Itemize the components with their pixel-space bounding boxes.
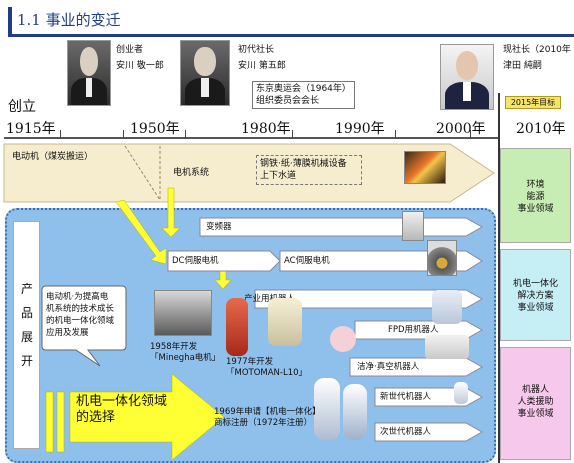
current-president-role: 现社长（2010年 xyxy=(503,45,571,55)
tick xyxy=(123,130,124,139)
year-1990: 1990年 xyxy=(335,121,385,137)
year-2000: 2000年 xyxy=(436,121,486,137)
motoman-name: 「MOTOMAN-L10」 xyxy=(226,368,308,378)
olympics-line1: 东京奥运会（1964年） xyxy=(256,84,351,94)
page-title: 1.1 事业的变迁 xyxy=(17,11,121,29)
founder-role: 创业者 xyxy=(116,45,144,55)
first-president-role: 初代社长 xyxy=(238,45,275,55)
trademark-line2: 商标注册（1972年注册） xyxy=(214,418,313,428)
olympics-note-box: 东京奥运会（1964年） 组织委员会会长 xyxy=(252,81,355,109)
tick xyxy=(395,130,396,139)
tick xyxy=(185,130,186,139)
domain-line: 解决方案 xyxy=(517,291,554,301)
big-arrow-text: 机电一体化领域 的选择 xyxy=(76,394,167,426)
year-1950: 1950年 xyxy=(130,121,180,137)
label-char: 展 xyxy=(21,330,34,344)
robot-human-assist-domain: 机器人 人类援助 事业领域 xyxy=(500,347,571,460)
steel-label: 钢铁·纸·薄膜机械设备 xyxy=(260,159,347,169)
new-gen-robot-photo-icon xyxy=(454,382,468,404)
motoman-year: 1977年开发 xyxy=(226,357,274,367)
fpd-robot-label: FPD用机器人 xyxy=(388,325,439,335)
domain-line: 机电一体化 xyxy=(512,279,558,289)
callout-line: 机系统的技术成长 xyxy=(46,304,115,314)
tick xyxy=(470,130,471,139)
motor-system-label: 电机系统 xyxy=(173,168,210,178)
dual-arm-robot-photo-icon xyxy=(343,384,367,440)
year-1980: 1980年 xyxy=(241,121,291,137)
label-char: 开 xyxy=(21,354,34,368)
right-column-divider xyxy=(498,93,574,463)
steel-water-box: 钢铁·纸·薄膜机械设备 上下水道 xyxy=(256,155,362,185)
robot-arm-photo-icon xyxy=(432,290,462,324)
water-label: 上下水道 xyxy=(260,171,297,181)
label-char: 产 xyxy=(21,282,34,296)
tick xyxy=(60,130,61,139)
domain-line: 事业领域 xyxy=(517,303,554,313)
environment-energy-domain: 环境 能源 事业领域 xyxy=(500,148,571,243)
year-2010: 2010年 xyxy=(516,121,566,137)
humanoid-robot-photo-icon xyxy=(314,378,340,440)
minegha-name: 「Minegha电机」 xyxy=(150,353,221,363)
yellow-connector-arrows xyxy=(115,187,232,290)
first-president-name: 安川 第五郎 xyxy=(238,61,286,71)
label-char: 品 xyxy=(21,306,34,320)
mechatronics-choice-arrow xyxy=(45,373,225,461)
timeline-axis xyxy=(4,137,498,139)
target-2015-badge: 2015年目标 xyxy=(505,96,561,109)
big-arrow-line1: 机电一体化领域 xyxy=(76,394,168,409)
product-expansion-label-box: 产 品 展 开 xyxy=(13,221,40,449)
callout-line: 的机电一体化领域 xyxy=(46,316,115,326)
current-president-name: 津田 純嗣 xyxy=(503,61,542,71)
next-gen-robot-label: 次世代机器人 xyxy=(380,427,432,437)
dc-servo-label: DC伺服电机 xyxy=(172,256,219,266)
trademark-line1: 1969年申请【机电一体化】 xyxy=(214,407,321,417)
minegha-year: 1958年开发 xyxy=(150,342,198,352)
olympics-line2: 组织委员会会长 xyxy=(256,96,320,106)
callout-line: 电动机·为提高电 xyxy=(46,292,109,302)
domain-line: 人类援助 xyxy=(517,397,554,407)
fpd-robot-photo-icon xyxy=(330,326,356,352)
motor-coal-label: 电动机（煤炭搬运） xyxy=(12,152,94,162)
header-rule xyxy=(8,34,574,37)
year-1915: 1915年 xyxy=(6,121,56,137)
tick xyxy=(292,130,293,139)
current-president-portrait-icon xyxy=(440,44,494,110)
new-gen-robot-label: 新世代机器人 xyxy=(380,392,432,402)
callout-line: 应用及发展 xyxy=(46,328,89,338)
header-accent-bar xyxy=(8,7,12,35)
domain-line: 能源 xyxy=(526,192,545,202)
business-band xyxy=(3,143,495,203)
founded-label: 创立 xyxy=(8,99,36,115)
big-arrow-line2: 的选择 xyxy=(76,410,116,425)
callout-bubble xyxy=(41,285,127,367)
motoman-robot-photo-icon xyxy=(226,298,248,356)
inverter-label: 变频器 xyxy=(206,222,232,232)
domain-line: 机器人 xyxy=(521,385,549,395)
mechatronics-solution-domain: 机电一体化 解决方案 事业领域 xyxy=(500,249,571,341)
domain-line: 事业领域 xyxy=(517,204,554,214)
servo-motor-photo-icon xyxy=(427,240,457,276)
callout-text: 电动机·为提高电 机系统的技术成长 的机电一体化领域 应用及发展 xyxy=(46,291,114,339)
founder-name: 安川 敬一郎 xyxy=(116,61,164,71)
clean-robot-label: 洁净·真空机器人 xyxy=(357,362,420,372)
ac-servo-label: AC伺服电机 xyxy=(284,256,330,266)
founder-portrait-icon xyxy=(67,40,111,106)
domain-line: 环境 xyxy=(526,180,545,190)
domain-line: 事业领域 xyxy=(517,409,554,419)
minegha-motor-photo-icon xyxy=(154,290,212,336)
industrial-robot-photo-icon xyxy=(268,298,302,346)
inverter-photo-icon xyxy=(402,211,424,241)
factory-photo-icon xyxy=(404,151,446,184)
clean-robot-photo-icon xyxy=(425,335,469,359)
first-president-portrait-icon xyxy=(180,40,230,106)
industrial-robot-label: 产业用机器人 xyxy=(244,294,296,304)
